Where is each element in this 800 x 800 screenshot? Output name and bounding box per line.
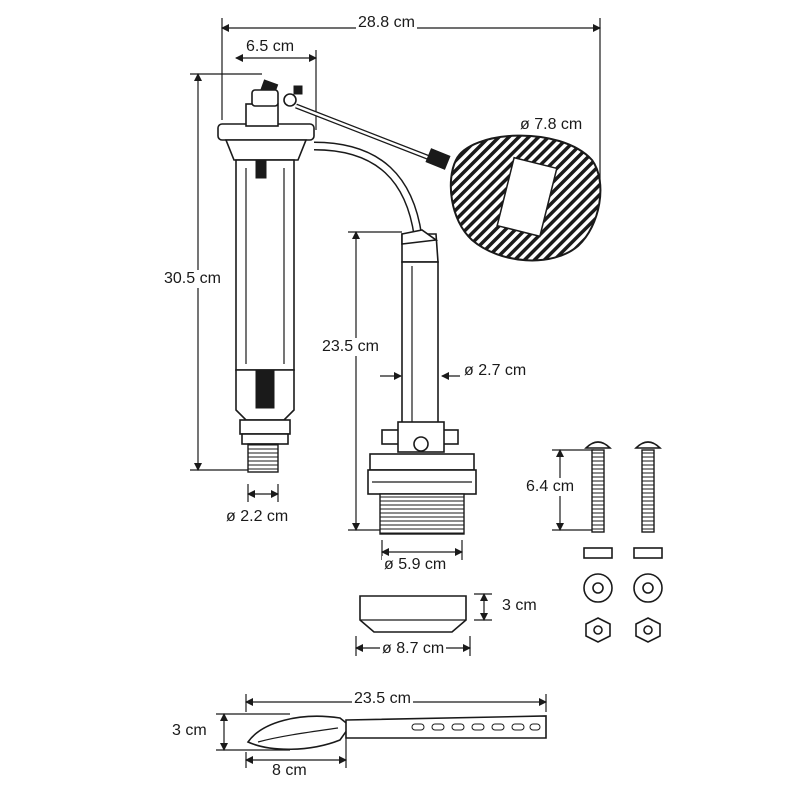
gasket xyxy=(359,595,467,633)
fill-valve-height-label: 30.5 cm xyxy=(162,270,223,288)
refill-tube xyxy=(313,141,423,237)
gasket-height-label: 3 cm xyxy=(500,597,539,615)
total-width-label: 28.8 cm xyxy=(356,14,417,32)
inlet-diameter-label: ø 2.2 cm xyxy=(224,508,291,526)
float-diameter-label: ø 7.8 cm xyxy=(518,116,585,134)
bolt-length-label: 6.4 cm xyxy=(524,478,577,496)
lever-length-label: 23.5 cm xyxy=(352,690,413,708)
float-arm xyxy=(295,103,451,170)
flush-valve xyxy=(367,229,477,535)
float-ball xyxy=(449,134,602,262)
flush-valve-height-label: 23.5 cm xyxy=(320,338,381,356)
fill-valve xyxy=(217,79,315,473)
base-diameter-label: ø 5.9 cm xyxy=(382,556,449,574)
lever-height-label: 3 cm xyxy=(170,722,209,740)
handle-length-label: 8 cm xyxy=(270,762,309,780)
tube-diameter-label: ø 2.7 cm xyxy=(462,362,529,380)
flush-lever xyxy=(246,715,547,751)
bolts-set xyxy=(583,441,663,643)
gasket-diameter-label: ø 8.7 cm xyxy=(380,640,447,658)
top-width-label: 6.5 cm xyxy=(244,38,297,56)
